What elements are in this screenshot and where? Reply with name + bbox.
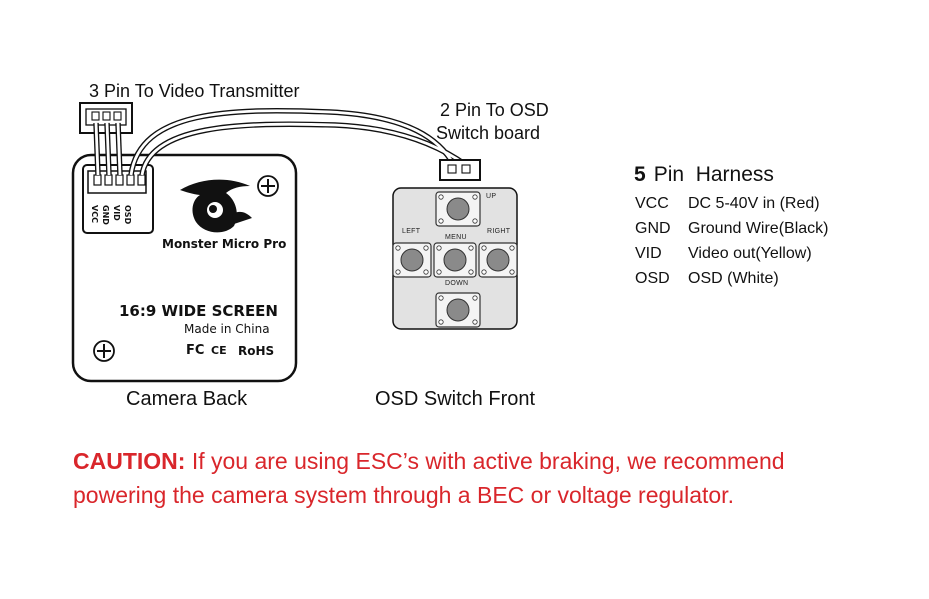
- cert-fc-icon: FC: [186, 343, 205, 358]
- harness-row: GND Ground Wire(Black): [635, 220, 828, 238]
- osd-button-menu-icon: [433, 242, 477, 278]
- camera-pin-gnd: GND: [101, 205, 110, 225]
- osd-button-down-icon: [435, 292, 481, 328]
- camera-pin-vid: VID: [112, 205, 121, 221]
- harness-pin-code: GND: [635, 220, 671, 237]
- caution-text-line1: If you are using ESC’s with active braki…: [191, 448, 785, 474]
- screw-icon: [257, 175, 279, 197]
- camera-back-caption: Camera Back: [126, 388, 248, 410]
- osd-label-left: LEFT: [402, 228, 421, 235]
- harness-pin-code: VID: [635, 245, 662, 262]
- harness-pin-code: VCC: [635, 195, 669, 212]
- osd-button-left-icon: [392, 242, 432, 278]
- camera-origin: Made in China: [184, 322, 270, 336]
- caution-line1: CAUTION: If you are using ESC’s with act…: [73, 448, 785, 475]
- harness-pin-desc: Video out(Yellow): [688, 245, 812, 262]
- osd-connector: [439, 159, 481, 181]
- camera-pin-vcc: VCC: [90, 205, 99, 223]
- harness-count: 5: [634, 163, 646, 186]
- caution-label: CAUTION:: [73, 448, 186, 474]
- osd-label-right: RIGHT: [487, 228, 511, 235]
- harness-pin-desc: OSD (White): [688, 270, 779, 287]
- screw-icon: [93, 340, 115, 362]
- harness-row: VCC DC 5-40V in (Red): [635, 195, 820, 213]
- camera-brand: Monster Micro Pro: [162, 237, 287, 251]
- cert-ce-icon: CE: [211, 344, 227, 357]
- cert-rohs-icon: RoHS: [238, 344, 275, 358]
- harness-row: VID Video out(Yellow): [635, 245, 812, 263]
- harness-pin-desc: DC 5-40V in (Red): [688, 195, 820, 212]
- osd-switch-caption: OSD Switch Front: [375, 388, 536, 410]
- caution-line2: powering the camera system through a BEC…: [73, 482, 734, 508]
- harness-title: 5 Pin Harness: [634, 163, 774, 187]
- harness-pin-code: OSD: [635, 270, 670, 287]
- eye-logo-icon: [180, 179, 252, 233]
- osd-button-right-icon: [478, 242, 518, 278]
- video-tx-callout: 3 Pin To Video Transmitter: [89, 81, 300, 101]
- osd-callout-line2: Switch board: [436, 123, 541, 143]
- camera-screen-spec: 16:9 WIDE SCREEN: [119, 302, 278, 320]
- osd-label-menu: MENU: [445, 234, 467, 241]
- harness-pin-desc: Ground Wire(Black): [688, 220, 829, 237]
- harness-title-text: Pin Harness: [653, 163, 774, 186]
- osd-label-up: UP: [486, 193, 497, 200]
- osd-label-down: DOWN: [445, 280, 469, 287]
- harness-row: OSD OSD (White): [635, 270, 779, 288]
- camera-pin-osd: OSD: [123, 205, 132, 225]
- osd-button-up-icon: [435, 191, 481, 227]
- osd-callout-line1: 2 Pin To OSD: [440, 100, 549, 120]
